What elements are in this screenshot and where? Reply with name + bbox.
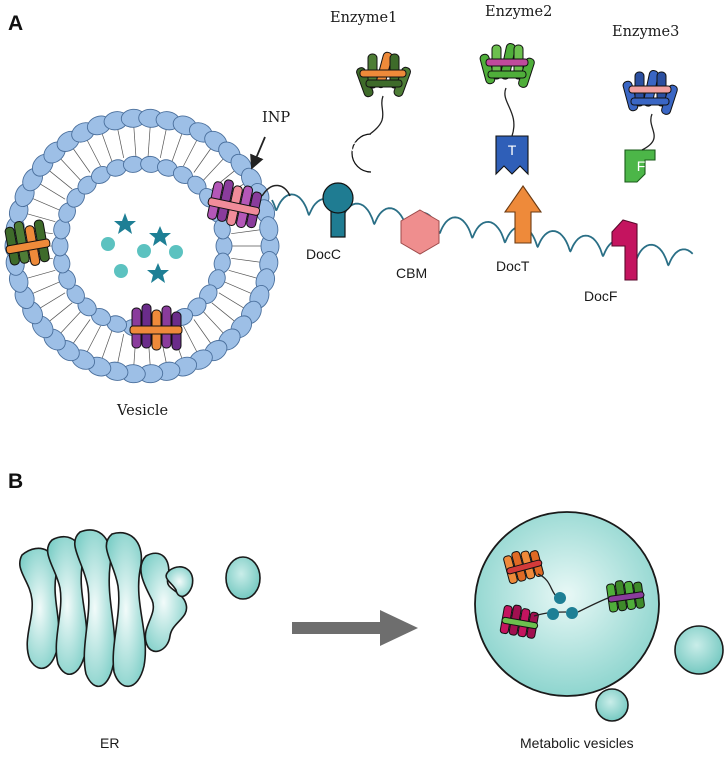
lipid-tail [31, 197, 60, 211]
cbm-domain [400, 209, 440, 255]
lipid-tail [231, 257, 261, 263]
panel-b-letter: B [8, 470, 23, 493]
inp-linker [261, 184, 291, 197]
mv-dot [566, 607, 578, 619]
docc-domain [322, 182, 354, 238]
mv-enzyme-orange [503, 550, 544, 585]
lipid-tail [224, 281, 253, 295]
small-vesicle-er [225, 556, 261, 600]
metabolic-vesicles-label: Metabolic vesicles [520, 735, 634, 751]
docf-label: DocF [584, 288, 617, 304]
lipid-tail [117, 334, 125, 364]
mv-enzyme-green [606, 580, 645, 613]
lipid-tail [171, 132, 183, 162]
enzyme3-linker [641, 113, 655, 151]
membrane-protein-bottom [129, 303, 183, 351]
dot-icon [114, 264, 128, 278]
lipid-tail [231, 229, 261, 235]
enzyme1-label: Enzyme1 [330, 10, 397, 26]
panel-a-letter: A [8, 12, 23, 35]
vesicle [4, 108, 280, 384]
lipid-tail [101, 132, 113, 162]
inp-protein [207, 179, 262, 229]
docf-domain [611, 219, 638, 281]
doct-label: DocT [496, 258, 530, 274]
lipid-tail [72, 147, 91, 173]
vesicle-label: Vesicle [116, 403, 168, 419]
star-icon [147, 263, 169, 283]
lipid-tail [193, 147, 212, 173]
lipid-tail [39, 183, 66, 200]
mv-enzyme-magenta [499, 604, 539, 639]
lipid-tail [203, 311, 225, 334]
mv-dot [554, 592, 566, 604]
er-label: ER [100, 735, 119, 751]
enzyme2-linker [504, 87, 515, 137]
tag-t-letter: T [508, 142, 517, 158]
small-vesicle-1 [674, 625, 724, 675]
docc-label: DocC [306, 246, 341, 262]
inp-label: INP [262, 110, 290, 126]
lipid-tail [193, 319, 212, 345]
lipid-tail [203, 158, 225, 181]
lipid-tail [48, 302, 73, 322]
doct-domain [503, 185, 543, 244]
dot-icon [169, 245, 183, 259]
lipid-tail [86, 139, 101, 167]
enzyme3-structure [622, 70, 678, 115]
enzyme1-linker [369, 95, 384, 135]
inner-lipid-heads [51, 155, 233, 337]
enzyme1-structure [356, 51, 411, 98]
lipid-tail [59, 311, 81, 334]
transition-arrow [292, 610, 418, 646]
lipid-tail [211, 302, 236, 322]
lipid-tail [31, 281, 60, 295]
membrane-protein-left [4, 219, 51, 266]
lipid-tail [228, 269, 258, 279]
lipid-tail [183, 325, 198, 353]
cbm-label: CBM [396, 265, 427, 281]
tag-f [624, 149, 656, 183]
er-structure [19, 529, 194, 688]
dot-icon [101, 237, 115, 251]
lipid-tail [183, 139, 198, 167]
enzyme2-structure [479, 43, 535, 88]
lipid-tail [39, 292, 66, 309]
lipid-head [259, 216, 279, 242]
lipid-tail [86, 325, 101, 353]
tag-f-letter: F [637, 158, 646, 174]
lipid-tail [59, 158, 81, 181]
lipid-tail [48, 170, 73, 190]
tag-t [495, 135, 529, 176]
star-icon [149, 226, 171, 246]
tag-c-letter: C [350, 139, 360, 155]
inp-arrow [250, 136, 266, 170]
lipid-tail [117, 128, 125, 158]
lipid-tail [72, 319, 91, 345]
lipid-tail [101, 330, 113, 360]
lipid-tail [147, 126, 151, 157]
lipid-tail [159, 128, 167, 158]
lipid-tail [26, 269, 56, 279]
small-vesicle-2 [595, 688, 629, 722]
cohesin-c-tag [351, 133, 372, 173]
enzyme3-label: Enzyme3 [612, 24, 679, 40]
lipid-tail [133, 126, 137, 157]
lipid-tail [26, 213, 56, 223]
star-icon [114, 213, 136, 234]
lipid-tail [218, 292, 245, 309]
enzyme2-label: Enzyme2 [485, 4, 552, 20]
lumen-contents [101, 213, 183, 283]
mv-dot [547, 608, 559, 620]
dot-icon [137, 244, 151, 258]
